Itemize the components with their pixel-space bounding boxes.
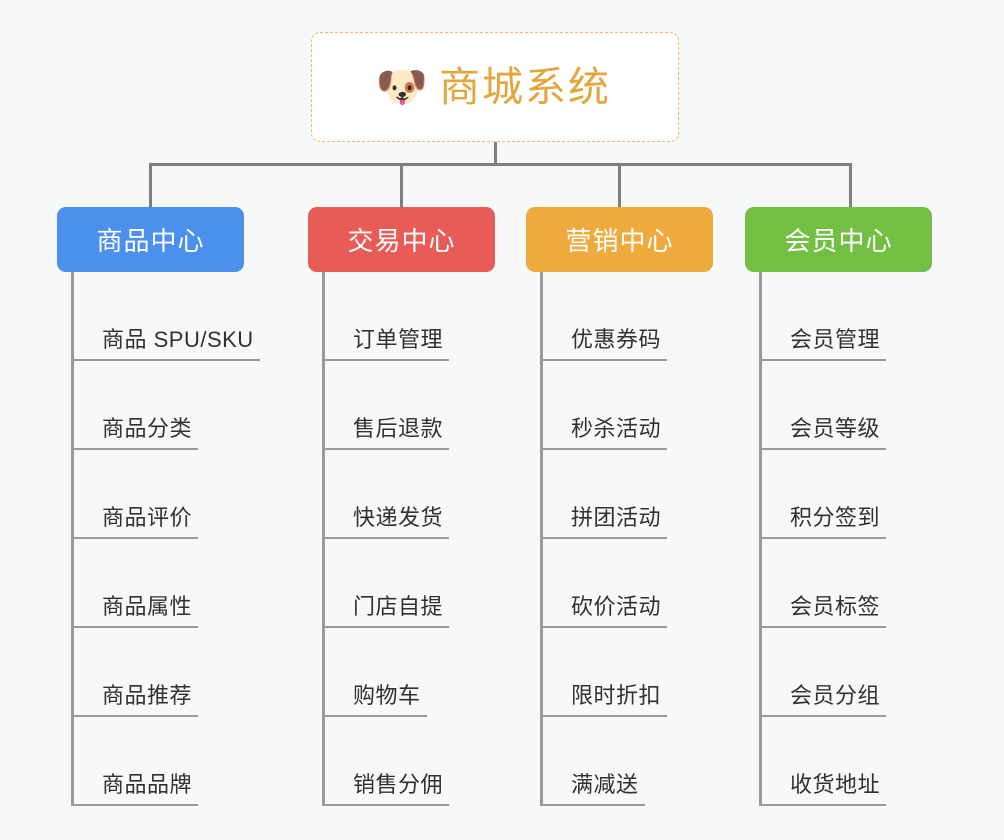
leaf-item[interactable]: 商品属性 [74,539,244,628]
leaf-label: 售后退款 [353,418,450,450]
leaf-item[interactable]: 商品推荐 [74,628,244,717]
connector-drop-2 [400,163,403,209]
leaf-list-1: 商品 SPU/SKU 商品分类 商品评价 商品属性 商品推荐 商品品牌 [71,272,260,806]
root-node[interactable]: 🐶 商城系统 [311,32,679,142]
category-column-商品中心: 商品中心 商品 SPU/SKU 商品分类 商品评价 商品属性 商品推荐 商品品牌 [57,207,260,806]
category-column-交易中心: 交易中心 订单管理 售后退款 快递发货 门店自提 购物车 销售分佣 [308,207,495,806]
leaf-item[interactable]: 购物车 [325,628,495,717]
leaf-item[interactable]: 会员分组 [762,628,932,717]
leaf-label: 会员分组 [790,685,887,717]
leaf-item[interactable]: 秒杀活动 [543,361,713,450]
leaf-item[interactable]: 售后退款 [325,361,495,450]
leaf-item[interactable]: 积分签到 [762,450,932,539]
leaf-item[interactable]: 拼团活动 [543,450,713,539]
dog-face-icon: 🐶 [375,63,429,110]
leaf-label: 门店自提 [353,596,450,628]
leaf-item[interactable]: 会员管理 [762,272,932,361]
leaf-item[interactable]: 商品 SPU/SKU [74,272,260,361]
leaf-label: 商品 SPU/SKU [102,329,260,361]
leaf-label: 满减送 [571,774,645,806]
leaf-item[interactable]: 满减送 [543,717,713,806]
connector-drop-3 [618,163,621,209]
leaf-label: 会员等级 [790,418,887,450]
leaf-label: 商品品牌 [102,774,199,806]
connector-drop-4 [849,163,852,209]
leaf-item[interactable]: 订单管理 [325,272,495,361]
leaf-item[interactable]: 砍价活动 [543,539,713,628]
leaf-label: 积分签到 [790,507,887,539]
leaf-label: 商品推荐 [102,685,199,717]
leaf-list-2: 订单管理 售后退款 快递发货 门店自提 购物车 销售分佣 [322,272,495,806]
leaf-label: 商品属性 [102,596,199,628]
leaf-label: 收货地址 [790,774,887,806]
leaf-label: 砍价活动 [571,596,668,628]
leaf-label: 商品分类 [102,418,199,450]
leaf-label: 优惠券码 [571,329,668,361]
leaf-item[interactable]: 商品评价 [74,450,244,539]
leaf-item[interactable]: 商品分类 [74,361,244,450]
leaf-label: 限时折扣 [571,685,668,717]
category-column-营销中心: 营销中心 优惠券码 秒杀活动 拼团活动 砍价活动 限时折扣 满减送 [526,207,713,806]
category-header-label-2: 交易中心 [347,226,456,256]
leaf-item[interactable]: 商品品牌 [74,717,244,806]
leaf-item[interactable]: 限时折扣 [543,628,713,717]
leaf-label: 商品评价 [102,507,199,539]
leaf-label: 快递发货 [353,507,450,539]
category-header-2[interactable]: 交易中心 [308,207,495,272]
category-header-1[interactable]: 商品中心 [57,207,244,272]
root-title: 商城系统 [439,63,611,110]
connector-root-stem [494,142,497,165]
category-header-label-1: 商品中心 [96,226,205,256]
leaf-item[interactable]: 快递发货 [325,450,495,539]
leaf-item[interactable]: 收货地址 [762,717,932,806]
leaf-list-4: 会员管理 会员等级 积分签到 会员标签 会员分组 收货地址 [759,272,932,806]
leaf-label: 销售分佣 [353,774,450,806]
leaf-label: 会员管理 [790,329,887,361]
connector-drop-1 [149,163,152,209]
leaf-list-3: 优惠券码 秒杀活动 拼团活动 砍价活动 限时折扣 满减送 [540,272,713,806]
leaf-item[interactable]: 销售分佣 [325,717,495,806]
category-header-4[interactable]: 会员中心 [745,207,932,272]
category-header-label-4: 会员中心 [784,226,893,256]
leaf-item[interactable]: 门店自提 [325,539,495,628]
leaf-item[interactable]: 优惠券码 [543,272,713,361]
leaf-item[interactable]: 会员等级 [762,361,932,450]
leaf-item[interactable]: 会员标签 [762,539,932,628]
leaf-label: 会员标签 [790,596,887,628]
leaf-label: 订单管理 [353,329,450,361]
leaf-label: 秒杀活动 [571,418,668,450]
connector-bus [149,163,852,166]
leaf-label: 购物车 [353,685,427,717]
category-header-label-3: 营销中心 [565,226,674,256]
category-header-3[interactable]: 营销中心 [526,207,713,272]
leaf-label: 拼团活动 [571,507,668,539]
category-column-会员中心: 会员中心 会员管理 会员等级 积分签到 会员标签 会员分组 收货地址 [745,207,932,806]
